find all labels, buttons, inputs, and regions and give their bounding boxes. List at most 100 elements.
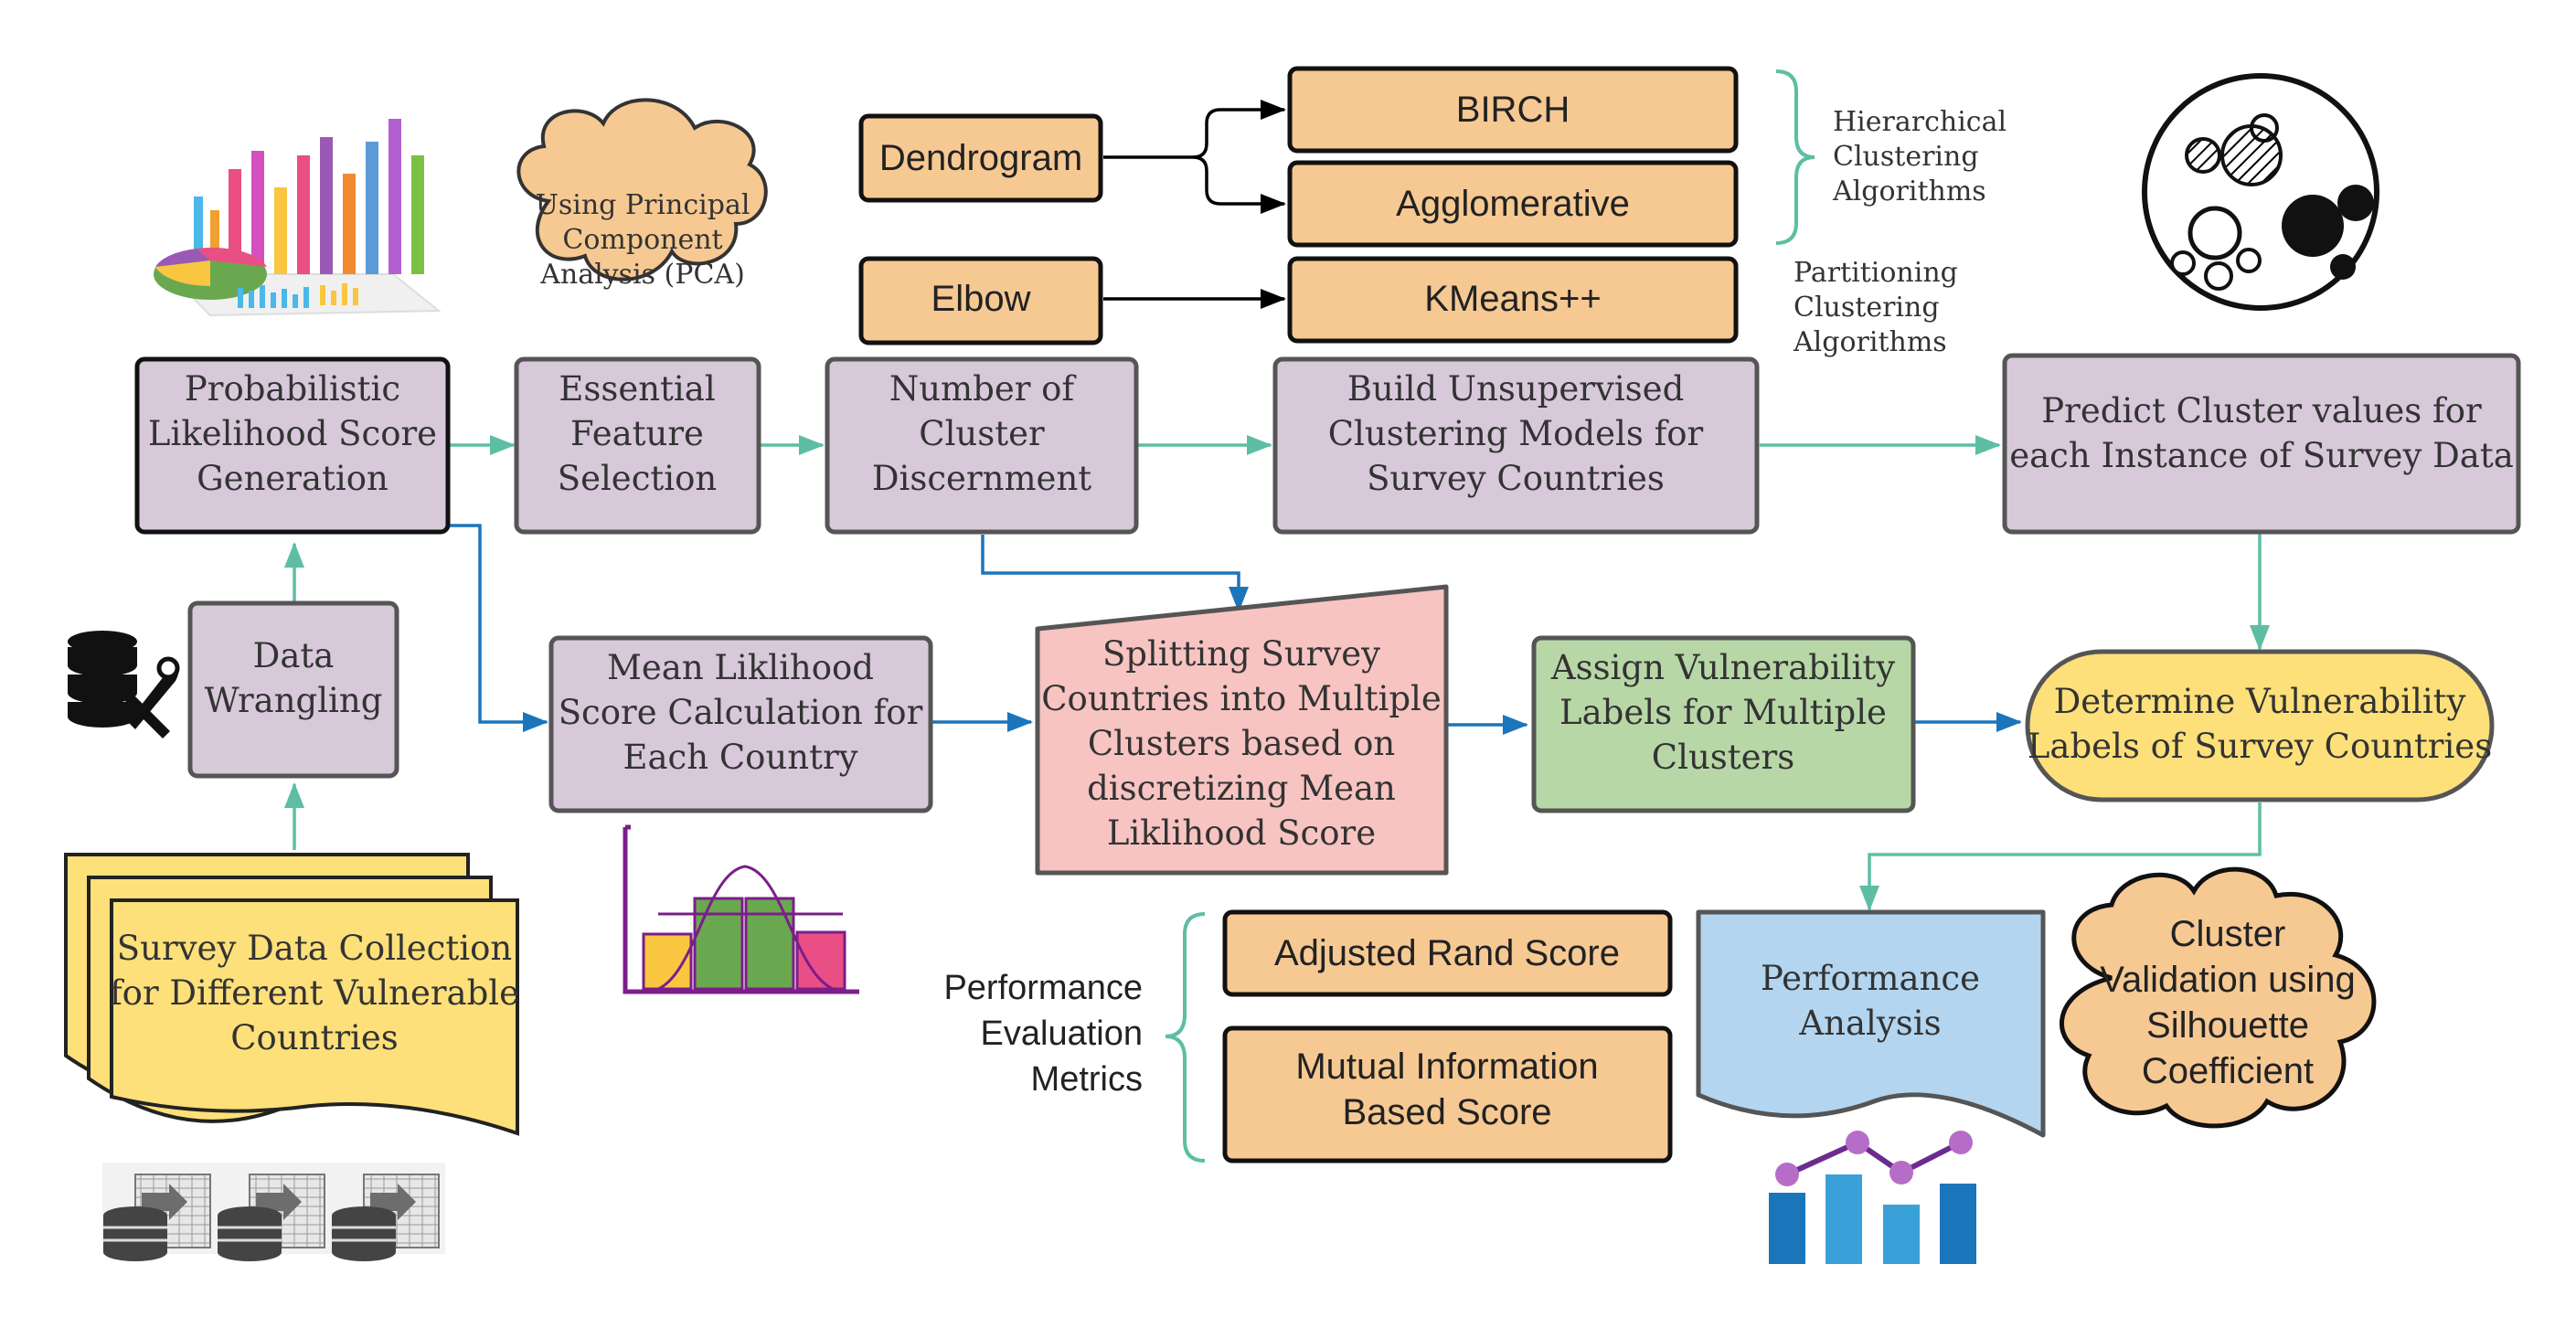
arrow-dendrogram-to-agglomerative: [1192, 155, 1286, 214]
perf-metrics-label-line: Performance: [943, 969, 1143, 1007]
splitting-label-line: Countries into Multiple: [1041, 679, 1442, 718]
essential-label-line: Essential: [559, 369, 715, 409]
spreadsheet-icon-3: [331, 1163, 445, 1261]
bar-line-chart-icon: [1769, 1131, 1976, 1264]
agglomerative-label-line: Agglomerative: [1396, 184, 1630, 224]
database-spreadsheet-icon: [102, 1163, 445, 1261]
data-wrangling-label-line: Data: [253, 636, 335, 675]
silhouette-label-line: Coefficient: [2142, 1051, 2314, 1091]
partitioning-label-line: Clustering: [1794, 292, 1940, 324]
mean-likelihood-label-line: Each Country: [623, 738, 857, 777]
number-cluster-label-line: Discernment: [872, 459, 1091, 498]
silhouette-label-line: Cluster: [2170, 914, 2286, 954]
hierarchical-label-line: Algorithms: [1832, 175, 1986, 207]
probabilistic-label-line: Likelihood Score: [148, 414, 437, 453]
splitting-label-line: discretizing Mean: [1087, 769, 1396, 808]
connectors: [284, 100, 2270, 911]
node-kmeans: KMeans++: [1287, 256, 1739, 344]
data-wrangling-label-line: Wrangling: [205, 681, 383, 720]
performance-analysis-label-line: Performance: [1761, 959, 1980, 998]
build-models-label-line: Clustering Models for: [1328, 414, 1704, 453]
splitting-label-line: Clusters based on: [1088, 724, 1395, 763]
assign-label-line: Labels for Multiple: [1559, 693, 1887, 732]
number-cluster-label-line: Number of: [889, 369, 1077, 409]
splitting-label-line: Liklihood Score: [1107, 813, 1376, 853]
perf-metrics-label-line: Evaluation: [981, 1015, 1143, 1053]
adjusted-rand-label: Adjusted Rand Score: [1274, 933, 1620, 973]
essential-label-line: Feature: [570, 414, 704, 453]
elbow-label: Elbow: [931, 279, 1031, 319]
build-models-label-line: Build Unsupervised: [1347, 369, 1685, 409]
arrow-number-to-splitting: [981, 535, 1249, 612]
determine-label-line: Labels of Survey Countries: [2028, 727, 2492, 766]
dendrogram-label: Dendrogram: [879, 138, 1082, 178]
node-birch: BIRCH: [1287, 66, 1739, 154]
partitioning-label-line: Partitioning: [1794, 257, 1958, 289]
number-cluster-label-line: Cluster: [919, 414, 1045, 453]
perf-metrics-label-line: Metrics: [1031, 1060, 1143, 1099]
silhouette-label-line: Silhouette: [2146, 1005, 2309, 1046]
adjusted-rand-label-line: Adjusted Rand Score: [1274, 933, 1620, 973]
kmeans-label: KMeans++: [1424, 279, 1601, 319]
predict-label-line: Predict Cluster values for: [2041, 391, 2482, 430]
histogram-distribution-icon: [623, 824, 859, 994]
mutual-info-label-line: Based Score: [1342, 1092, 1551, 1132]
assign-label-line: Assign Vulnerability: [1550, 648, 1895, 687]
probabilistic-label-line: Generation: [197, 459, 389, 498]
silhouette-label-line: Validation using: [2100, 960, 2355, 1000]
dendrogram-label-line: Dendrogram: [879, 138, 1082, 178]
mean-likelihood-label-line: Mean Liklihood: [607, 648, 874, 687]
node-elbow: Elbow: [858, 256, 1103, 345]
determine-label-line: Determine Vulnerability: [2054, 682, 2466, 721]
kmeans-label-line: KMeans++: [1424, 279, 1601, 319]
predict-label-line: each Instance of Survey Data: [2009, 436, 2514, 475]
database-tools-icon: [68, 631, 180, 738]
agglomerative-label: Agglomerative: [1396, 184, 1630, 224]
hierarchical-label-line: Hierarchical: [1833, 106, 2007, 138]
metrics-brace: [1165, 912, 1206, 1163]
arrow-dendrogram-to-birch: [1103, 100, 1286, 159]
hierarchical-brace: [1775, 69, 1815, 245]
pca-label-line: Using Principal: [536, 189, 750, 221]
pca-label-line: Component: [562, 224, 722, 256]
node-adjusted-rand: Adjusted Rand Score: [1222, 909, 1673, 997]
mutual-info-label-line: Mutual Information: [1295, 1046, 1598, 1087]
survey-collection-label-line: Countries: [230, 1018, 399, 1057]
birch-label: BIRCH: [1456, 90, 1570, 130]
node-agglomerative: Agglomerative: [1287, 160, 1739, 248]
predict-label: Predict Cluster values for each Instance …: [2009, 391, 2514, 475]
spreadsheet-icon-1: [102, 1163, 217, 1261]
hierarchical-label-line: Clustering: [1833, 141, 1979, 173]
elbow-label-line: Elbow: [931, 279, 1031, 319]
spreadsheet-icon-2: [217, 1163, 331, 1261]
partitioning-label-line: Algorithms: [1793, 326, 1947, 358]
assign-label-line: Clusters: [1652, 738, 1794, 777]
survey-collection-label-line: for Different Vulnerable: [110, 973, 519, 1013]
node-predict: Predict Cluster values for each Instance …: [2002, 353, 2521, 535]
essential-label-line: Selection: [558, 459, 718, 498]
